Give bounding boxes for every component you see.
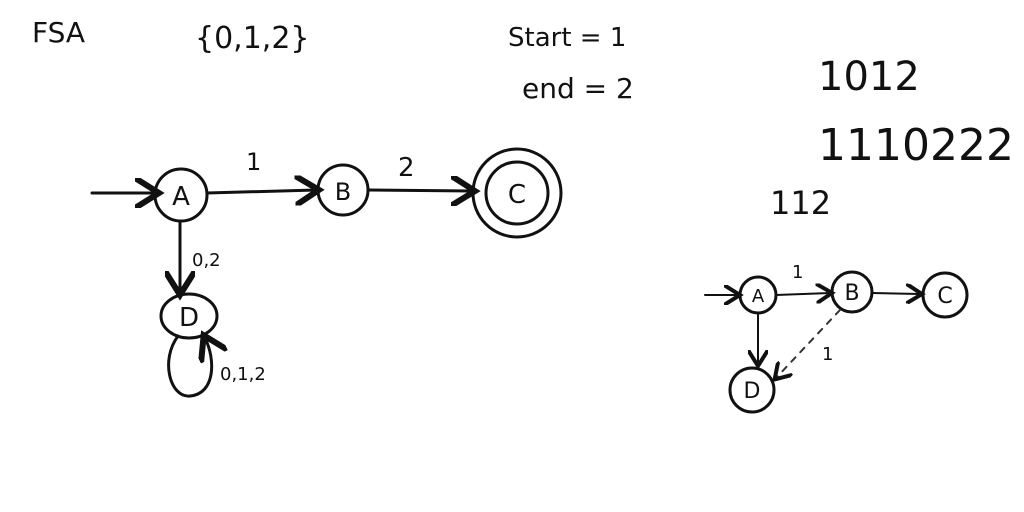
small-edge-b-d	[776, 309, 841, 378]
alphabet-label: {0,1,2}	[195, 21, 310, 56]
small-state-b-label: B	[844, 281, 859, 306]
small-state-c-label: C	[937, 284, 952, 309]
title-label: FSA	[32, 16, 85, 49]
edge-d-loop-label: 0,1,2	[220, 364, 266, 385]
small-state-d-label: D	[744, 379, 761, 404]
edge-b-c-label: 2	[398, 153, 415, 183]
small-edge-b-c	[871, 293, 920, 294]
small-edge-b-d-label: 1	[822, 344, 833, 365]
state-d-label: D	[179, 303, 199, 333]
end-label: end = 2	[522, 72, 634, 105]
input-string-label: 1110222	[818, 120, 1014, 171]
reduced-string-label: 112	[770, 184, 831, 222]
small-edge-a-b	[775, 293, 830, 295]
state-b-label: B	[335, 178, 351, 206]
small-edge-a-b-label: 1	[792, 262, 803, 283]
state-c-label: C	[508, 180, 526, 210]
edge-b-c	[366, 190, 472, 191]
state-a-label: A	[172, 182, 190, 212]
state-c-inner-circle	[484, 160, 550, 226]
start-label: Start = 1	[508, 23, 626, 53]
main-fsa: A B C D 1 2 0,2 0,1,2	[90, 147, 563, 398]
edge-a-b-label: 1	[246, 148, 261, 176]
edge-d-self-loop	[167, 336, 212, 398]
small-fsa: A B C D 1 1	[704, 262, 969, 414]
small-state-a-label: A	[752, 286, 765, 307]
edge-a-d-label: 0,2	[192, 250, 221, 271]
pattern-label: 1012	[818, 54, 920, 100]
edge-a-b	[205, 190, 316, 193]
